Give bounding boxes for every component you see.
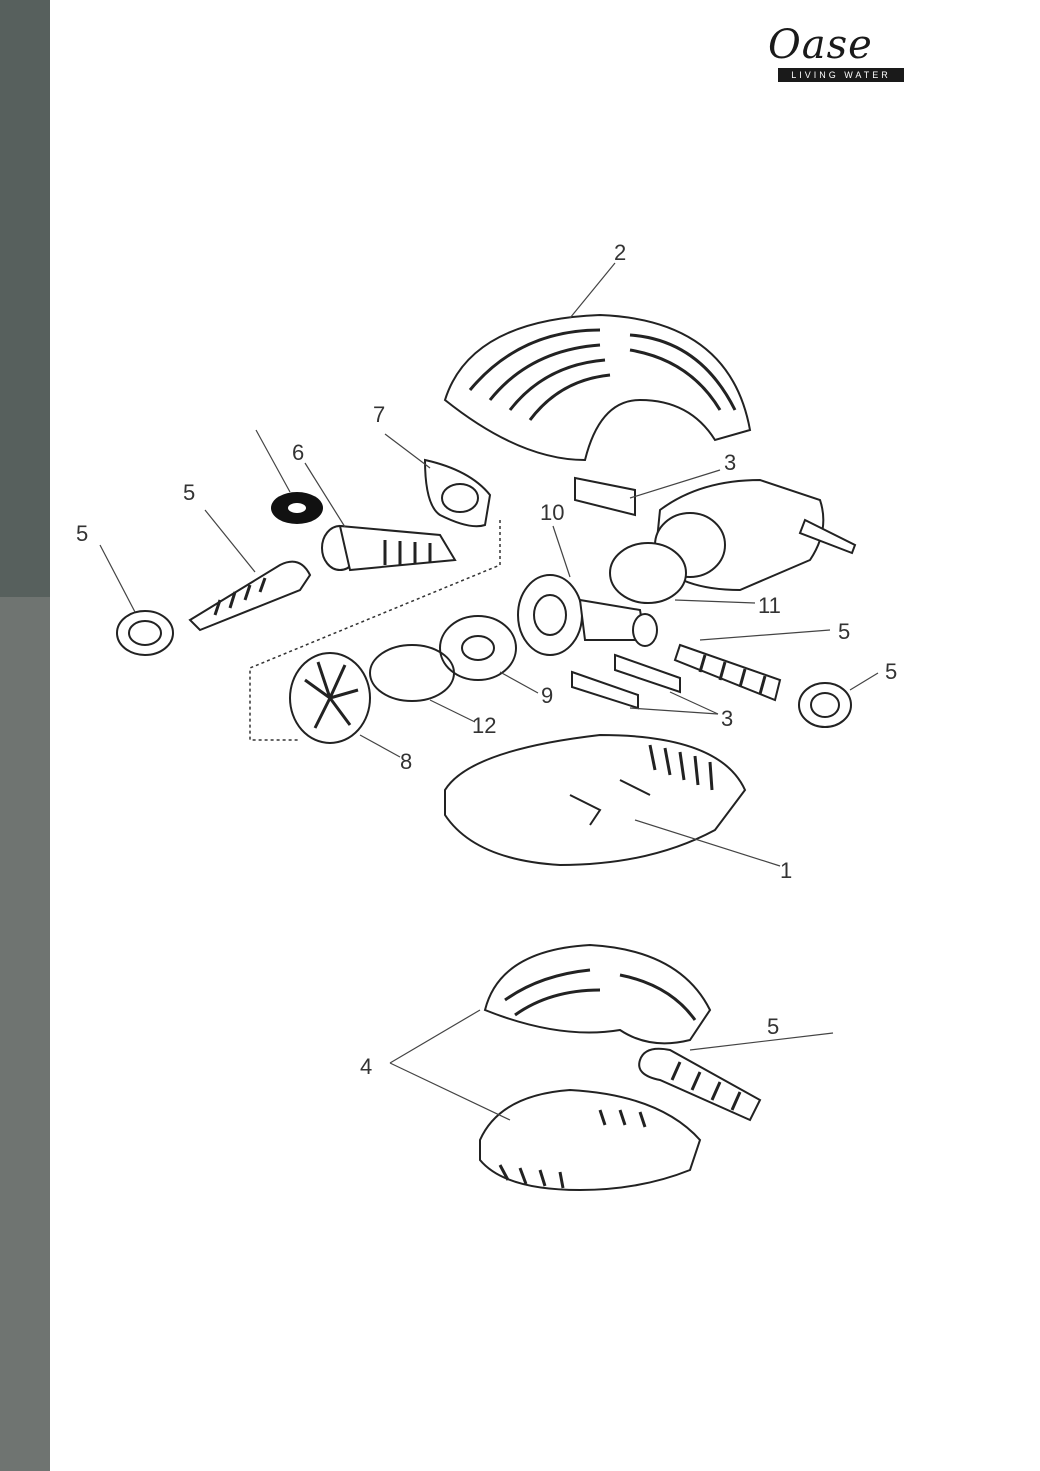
part-strainer-top: [483, 943, 712, 1045]
leader-lines: [99, 262, 879, 1121]
part-hose-left: [188, 560, 312, 632]
part-oring-11: [609, 542, 687, 604]
callout-5-left-nut: 5: [76, 521, 88, 546]
callout-5-right-hose: 5: [838, 619, 850, 644]
part-nut-right: [798, 682, 852, 728]
callout-5-right-nut: 5: [885, 659, 897, 684]
callout-8: 8: [400, 749, 412, 774]
callout-3-bottom: 3: [721, 706, 733, 731]
callout-12: 12: [472, 713, 496, 738]
brand-tagline: LIVING WATER: [778, 68, 904, 82]
dashed-guide: [249, 520, 501, 741]
callout-10: 10: [540, 500, 564, 525]
callout-5-bottom-hose: 5: [767, 1014, 779, 1039]
callout-4: 4: [360, 1054, 372, 1079]
callout-1: 1: [780, 858, 792, 883]
brand-logo: Oase LIVING WATER: [768, 22, 908, 84]
callout-11: 11: [758, 593, 781, 618]
callout-3-top: 3: [724, 450, 736, 475]
part-pump-housing: [517, 574, 658, 656]
part-spacer-bottom-a: [614, 653, 681, 694]
part-seal-disc: [439, 615, 517, 681]
callout-7: 7: [373, 402, 385, 427]
part-bracket-hole: [441, 483, 479, 513]
brand-name: Oase: [768, 22, 873, 68]
part-nut-left: [116, 610, 174, 656]
part-spacer-bottom-b: [571, 670, 639, 710]
part-top-cover: [443, 313, 752, 462]
part-hose-right: [673, 643, 782, 702]
part-hose-bottom: [638, 1047, 762, 1122]
part-oring-12: [369, 644, 455, 702]
part-filter-basket: [321, 524, 457, 572]
part-black-gasket: [271, 492, 323, 524]
part-strainer-bottom: [479, 1088, 702, 1192]
part-spacer-top: [574, 476, 636, 517]
callout-6: 6: [292, 440, 304, 465]
side-bar-top: [0, 0, 50, 597]
side-bar-bottom: [0, 597, 50, 1471]
callout-2: 2: [614, 240, 626, 265]
part-base: [444, 733, 747, 867]
callout-5-left-hose: 5: [183, 480, 195, 505]
callout-9: 9: [541, 683, 553, 708]
leader-gasket: [255, 429, 291, 493]
part-impeller: [289, 652, 371, 744]
